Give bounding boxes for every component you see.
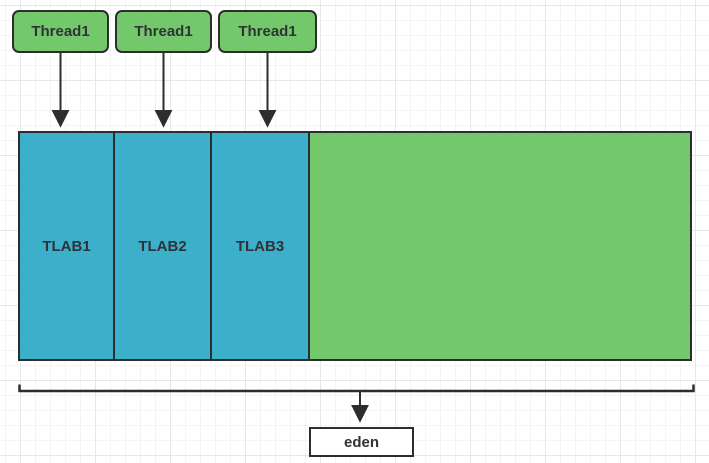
eden-label-box[interactable]: eden <box>309 427 414 457</box>
thread-node-1[interactable]: Thread1 <box>12 10 109 53</box>
thread-node-3-label: Thread1 <box>238 23 297 40</box>
tlab1-section[interactable]: TLAB1 <box>20 133 115 359</box>
tlab1-label: TLAB1 <box>42 237 91 255</box>
tlab3-label: TLAB3 <box>235 237 285 255</box>
tlab3-section[interactable]: TLAB3 <box>212 133 310 359</box>
eden-span-bracket[interactable] <box>18 384 695 393</box>
thread-node-2-label: Thread1 <box>134 23 193 40</box>
tlab2-label: TLAB2 <box>138 237 187 255</box>
tlab2-section[interactable]: TLAB2 <box>115 133 212 359</box>
eden-memory-region[interactable]: TLAB1 TLAB2 TLAB3 <box>18 131 692 361</box>
thread-node-1-label: Thread1 <box>31 23 90 40</box>
thread-node-2[interactable]: Thread1 <box>115 10 212 53</box>
eden-label: eden <box>343 433 379 451</box>
eden-free-space[interactable] <box>310 133 690 359</box>
thread-node-3[interactable]: Thread1 <box>218 10 317 53</box>
